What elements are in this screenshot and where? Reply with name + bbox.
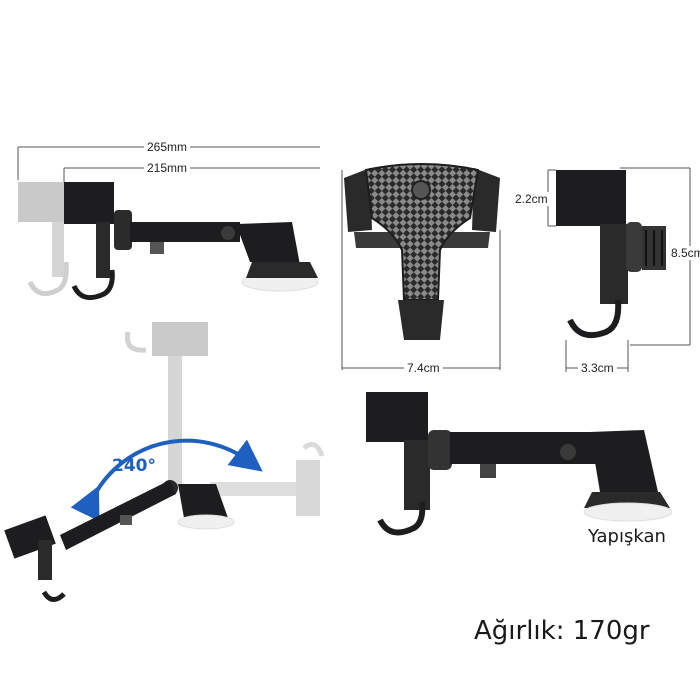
rotation-angle-label: 240° <box>112 456 156 476</box>
hook-width-label: 3.3cm <box>578 361 617 375</box>
adhesive-view <box>366 392 673 536</box>
side-view <box>547 167 691 372</box>
front-view <box>341 163 501 370</box>
weight-label: Ağırlık: 170gr <box>474 616 650 646</box>
rotation-view <box>4 322 325 602</box>
side-depth-label: 2.2cm <box>512 192 551 206</box>
adhesive-label: Yapışkan <box>588 526 666 547</box>
base-length-label: 215mm <box>144 161 191 175</box>
total-length-label: 265mm <box>144 140 191 154</box>
side-height-label: 8.5cm <box>668 246 700 260</box>
holder-width-label: 7.4cm <box>404 361 443 375</box>
length-view <box>17 146 320 301</box>
